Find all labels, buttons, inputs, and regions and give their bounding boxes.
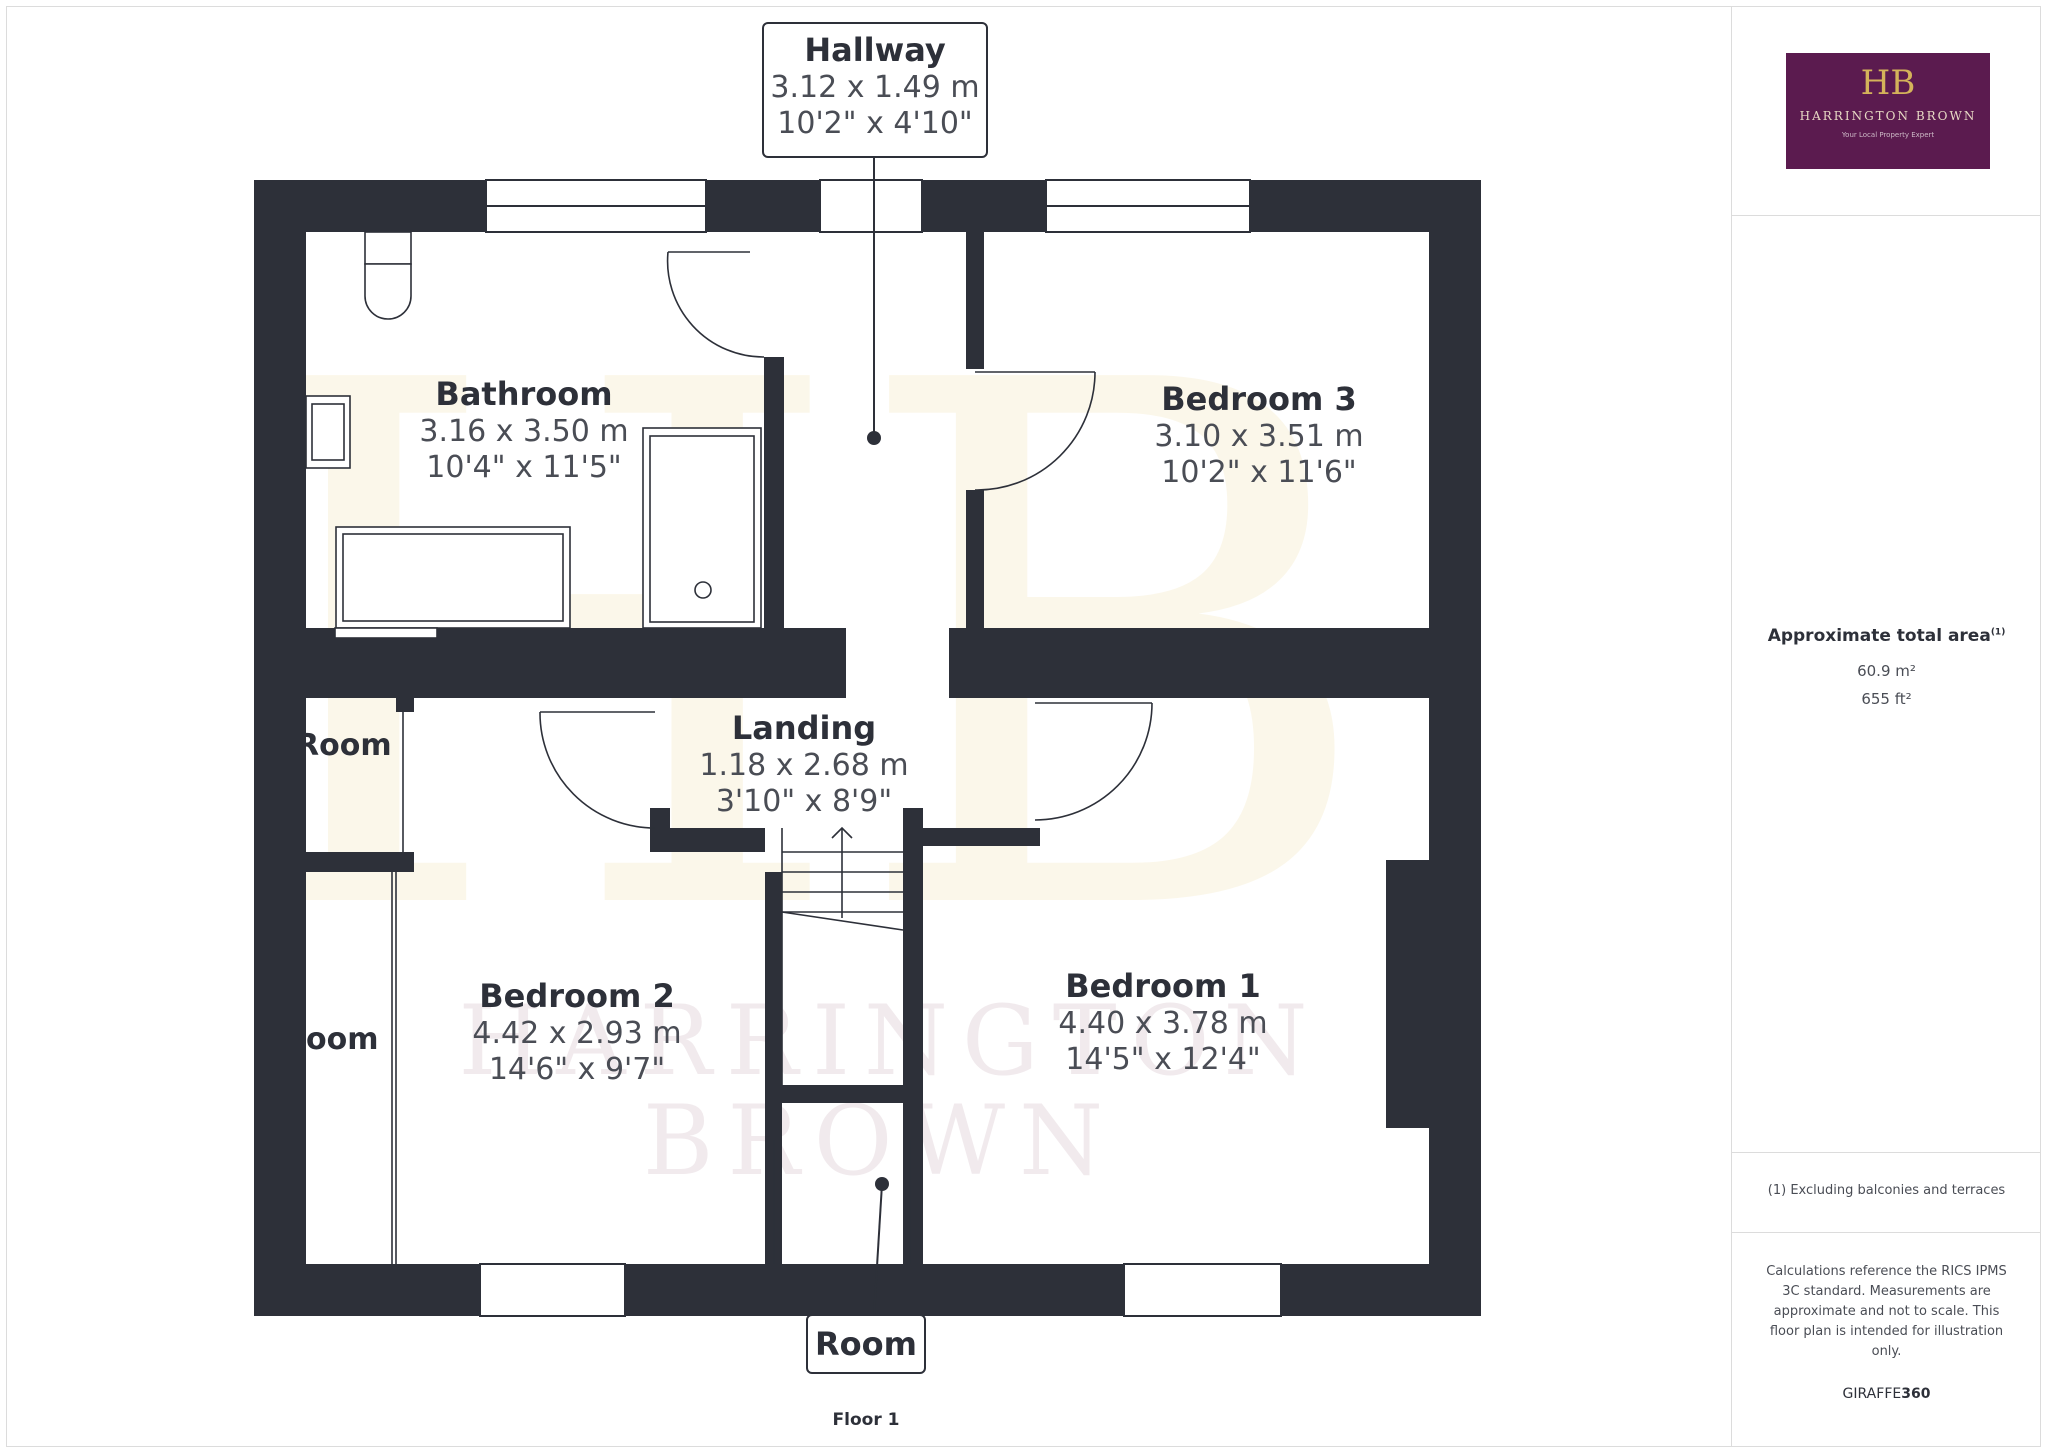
room-label-bedroom-2: Bedroom 2 4.42 x 2.93 m 14'6" x 9'7": [472, 977, 682, 1087]
bathroom-fixtures: [305, 231, 762, 639]
calculation-note: Calculations reference the RICS IPMS 3C …: [1766, 1264, 2007, 1359]
stairs: [781, 826, 904, 1085]
sidebar-rule: [1732, 215, 2041, 216]
logo-tagline: Your Local Property Expert: [1841, 131, 1935, 139]
area-title: Approximate total area(1): [1767, 626, 2006, 646]
room-label-bathroom: Bathroom 3.16 x 3.50 m 10'4" x 11'5": [419, 375, 629, 485]
room-pointer: [873, 1177, 889, 1317]
sidebar-rule: [1732, 1152, 2041, 1153]
watermark-line2: BROWN: [642, 1085, 1118, 1197]
watermark-line1: HARRINGTON: [458, 985, 1322, 1097]
hallway-callout: Hallway 3.12 x 1.49 m 10'2" x 4'10": [762, 22, 988, 158]
partial-room-label-lower: oom: [306, 1022, 379, 1057]
room-label-landing: Landing 1.18 x 2.68 m 3'10" x 8'9": [699, 709, 909, 819]
hallway-pointer: [867, 156, 881, 445]
closet-doors: [391, 712, 911, 1264]
room-label-bedroom-3: Bedroom 3 3.10 x 3.51 m 10'2" x 11'6": [1154, 380, 1364, 490]
sidebar-rule: [1732, 1232, 2041, 1233]
logo-monogram: HB: [1860, 63, 1916, 103]
partial-room-label-upper: Room: [306, 728, 392, 763]
room-callout: Room: [806, 1314, 926, 1374]
area-ft2: 655 ft²: [1861, 690, 1912, 708]
logo-brand: HARRINGTON BROWN: [1799, 109, 1977, 123]
sidebar-divider: [1731, 6, 1732, 1447]
giraffe-credit: GIRAFFE360: [1842, 1386, 1931, 1402]
doors: [539, 251, 1153, 829]
windows: [479, 179, 1282, 1317]
area-m2: 60.9 m²: [1857, 662, 1916, 680]
floor-label: Floor 1: [832, 1410, 900, 1430]
page-frame: [6, 6, 2041, 1447]
brand-logo: HB HARRINGTON BROWN Your Local Property …: [1786, 53, 1990, 169]
area-footnote: (1) Excluding balconies and terraces: [1767, 1183, 2006, 1198]
room-label-bedroom-1: Bedroom 1 4.40 x 3.78 m 14'5" x 12'4": [1058, 967, 1268, 1077]
